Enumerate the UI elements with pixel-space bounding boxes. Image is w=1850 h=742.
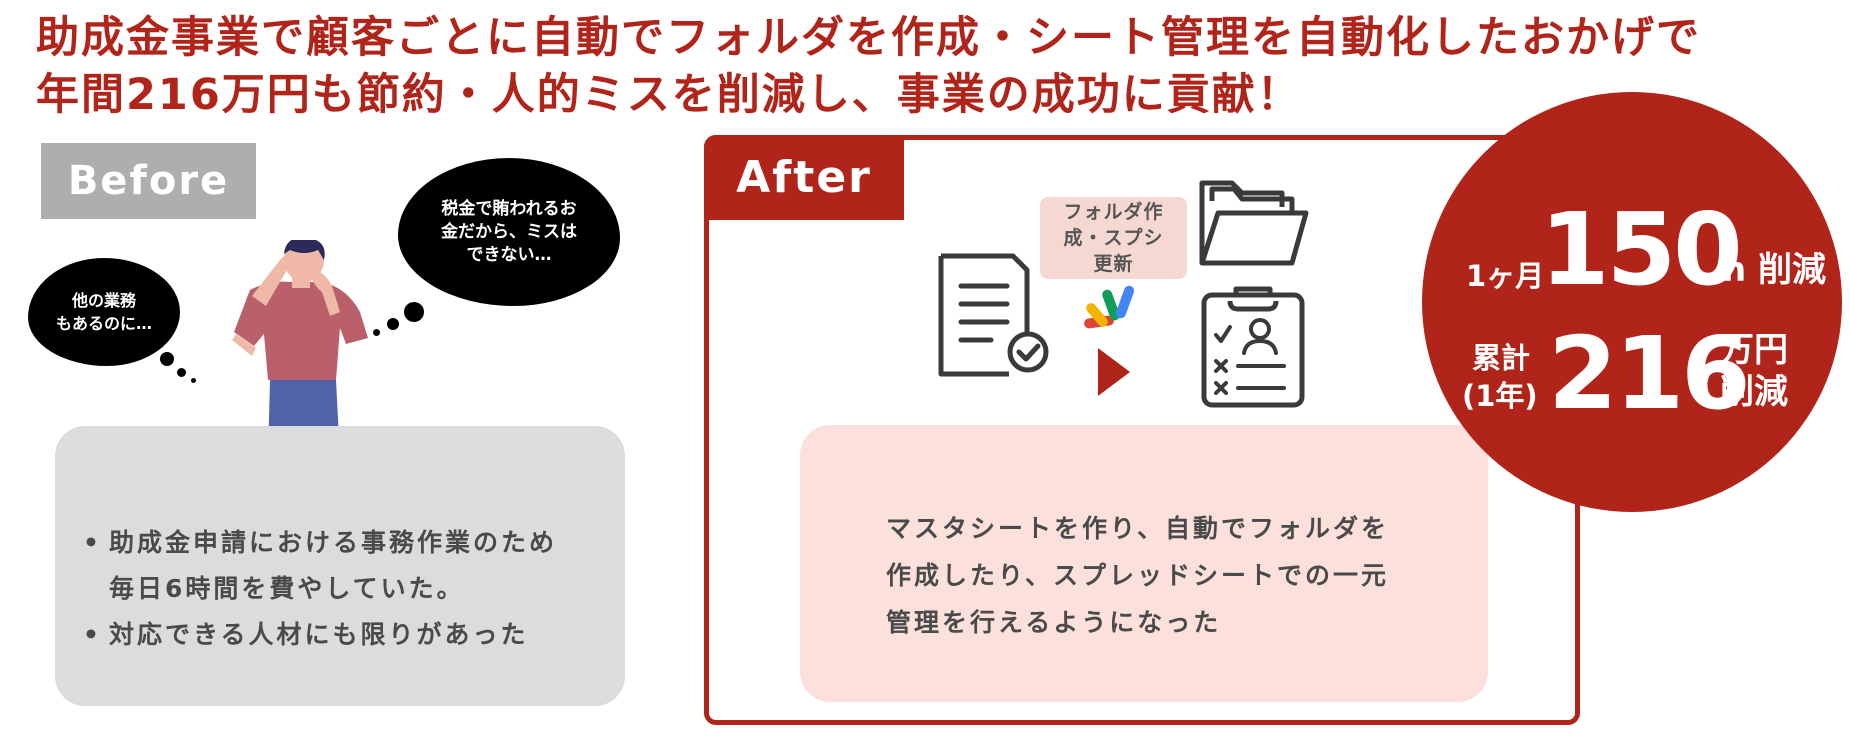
monthly-suffix: h 削減 bbox=[1722, 250, 1827, 290]
headline: 助成金事業で顧客ごとに自動でフォルダを作成・シート管理を自動化したおかげで 年間… bbox=[36, 10, 1701, 124]
total-value: 216 bbox=[1548, 315, 1751, 432]
thought-bubble-dot bbox=[191, 378, 196, 383]
thought-bubble-dot bbox=[160, 352, 174, 366]
after-description-line-3: 管理を行えるようになった bbox=[886, 608, 1222, 637]
bullet-dot: • bbox=[83, 620, 102, 649]
thought-bubble-dot bbox=[177, 368, 186, 377]
google-apps-script-icon bbox=[1084, 285, 1135, 329]
thought-bubble-left: 他の業務 もあるのに… bbox=[28, 258, 180, 366]
total-prefix-2: (1年) bbox=[1462, 379, 1538, 413]
document-check-icon bbox=[938, 253, 1049, 377]
total-prefix-1: 累計 bbox=[1472, 341, 1531, 375]
before-panel: •助成金申請における事務作業のため 毎日6時間を費やしていた。 •対応できる人材… bbox=[55, 426, 625, 706]
headline-line-1: 助成金事業で顧客ごとに自動でフォルダを作成・シート管理を自動化したおかげで bbox=[36, 13, 1701, 63]
thought-bubble-left-text: 他の業務 もあるのに… bbox=[55, 291, 152, 333]
after-description-line-2: 作成したり、スプレッドシートでの一元 bbox=[886, 561, 1390, 590]
thought-bubble-right-text: 税金で賄われるお 金だから、ミスは できない… bbox=[441, 198, 577, 265]
headline-line-2: 年間216万円も節約・人的ミスを削減し、事業の成功に貢献！ bbox=[36, 70, 1302, 120]
before-bullet-2: •対応できる人材にも限りがあった bbox=[83, 612, 529, 658]
total-suffix-1: 万円 bbox=[1720, 330, 1788, 370]
after-description: マスタシートを作り、自動でフォルダを 作成したり、スプレッドシートでの一元 管理… bbox=[886, 505, 1389, 646]
before-bullet-1-line-1: 助成金申請における事務作業のため bbox=[109, 528, 558, 557]
before-tag: Before bbox=[41, 143, 256, 219]
after-tag: After bbox=[704, 135, 904, 220]
folder-icon bbox=[1199, 180, 1309, 266]
before-bullet-1: •助成金申請における事務作業のため 毎日6時間を費やしていた。 bbox=[83, 520, 557, 612]
thought-bubble-dot bbox=[387, 318, 399, 330]
clipboard-checklist-icon bbox=[1201, 286, 1305, 408]
monthly-value: 150 bbox=[1540, 191, 1743, 308]
process-label: フォルダ作 成・スプシ 更新 bbox=[1040, 197, 1187, 279]
thought-bubble-dot bbox=[404, 302, 424, 322]
play-arrow-icon bbox=[1098, 348, 1130, 396]
after-description-line-1: マスタシートを作り、自動でフォルダを bbox=[886, 514, 1390, 543]
thought-bubble-dot bbox=[373, 329, 380, 336]
before-bullet-1-line-2: 毎日6時間を費やしていた。 bbox=[109, 574, 465, 603]
total-suffix-2: 削減 bbox=[1720, 372, 1788, 412]
thought-bubble-right: 税金で賄われるお 金だから、ミスは できない… bbox=[398, 158, 620, 306]
before-bullet-2-line-1: 対応できる人材にも限りがあった bbox=[109, 620, 529, 649]
monthly-prefix: 1ヶ月 bbox=[1466, 259, 1545, 293]
result-circle: 1ヶ月 150 h 削減 累計 (1年) 216 万円 削減 bbox=[1422, 92, 1842, 512]
process-label-text: フォルダ作 成・スプシ 更新 bbox=[1063, 201, 1164, 275]
after-panel: マスタシートを作り、自動でフォルダを 作成したり、スプレッドシートでの一元 管理… bbox=[800, 425, 1488, 702]
bullet-dot: • bbox=[83, 528, 102, 557]
